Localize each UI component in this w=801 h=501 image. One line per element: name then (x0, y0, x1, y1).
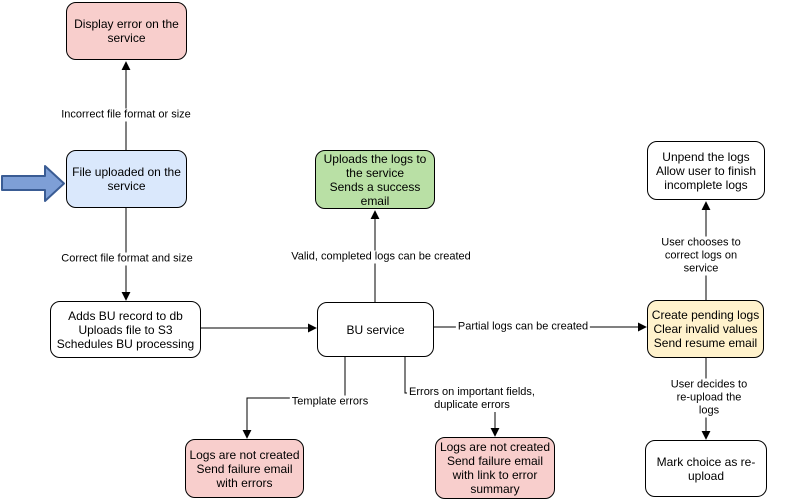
edge-label-template-errors: Template errors (289, 395, 371, 409)
node-unpend-logs: Unpend the logs Allow user to finish inc… (647, 141, 765, 200)
edge-label-incorrect-file: Incorrect file format or size (59, 108, 193, 122)
node-adds-bu-record: Adds BU record to db Uploads file to S3 … (50, 301, 201, 358)
edge-label-valid-logs: Valid, completed logs can be created (289, 250, 473, 264)
node-mark-reupload: Mark choice as re- upload (645, 440, 767, 497)
node-file-uploaded: File uploaded on the service (66, 150, 187, 208)
edge-label-user-decides-reupload: User decides to re-upload the logs (663, 378, 755, 418)
node-create-pending-logs: Create pending logs Clear invalid values… (647, 300, 764, 358)
edge-label-important-field-errors: Errors on important fields, duplicate er… (407, 386, 537, 412)
node-bu-service: BU service (317, 302, 434, 357)
node-logs-failure-summary: Logs are not created Send failure email … (435, 437, 555, 499)
entry-point-arrow-icon (1, 165, 65, 202)
node-logs-failure-errors: Logs are not created Send failure email … (185, 439, 304, 498)
edge-label-correct-file: Correct file format and size (59, 252, 195, 266)
edge-label-partial-logs: Partial logs can be created (455, 320, 591, 334)
node-display-error: Display error on the service (66, 2, 187, 60)
node-upload-success: Uploads the logs to the service Sends a … (315, 150, 435, 209)
edge-label-user-chooses-correct: User chooses to correct logs on service (651, 236, 751, 276)
